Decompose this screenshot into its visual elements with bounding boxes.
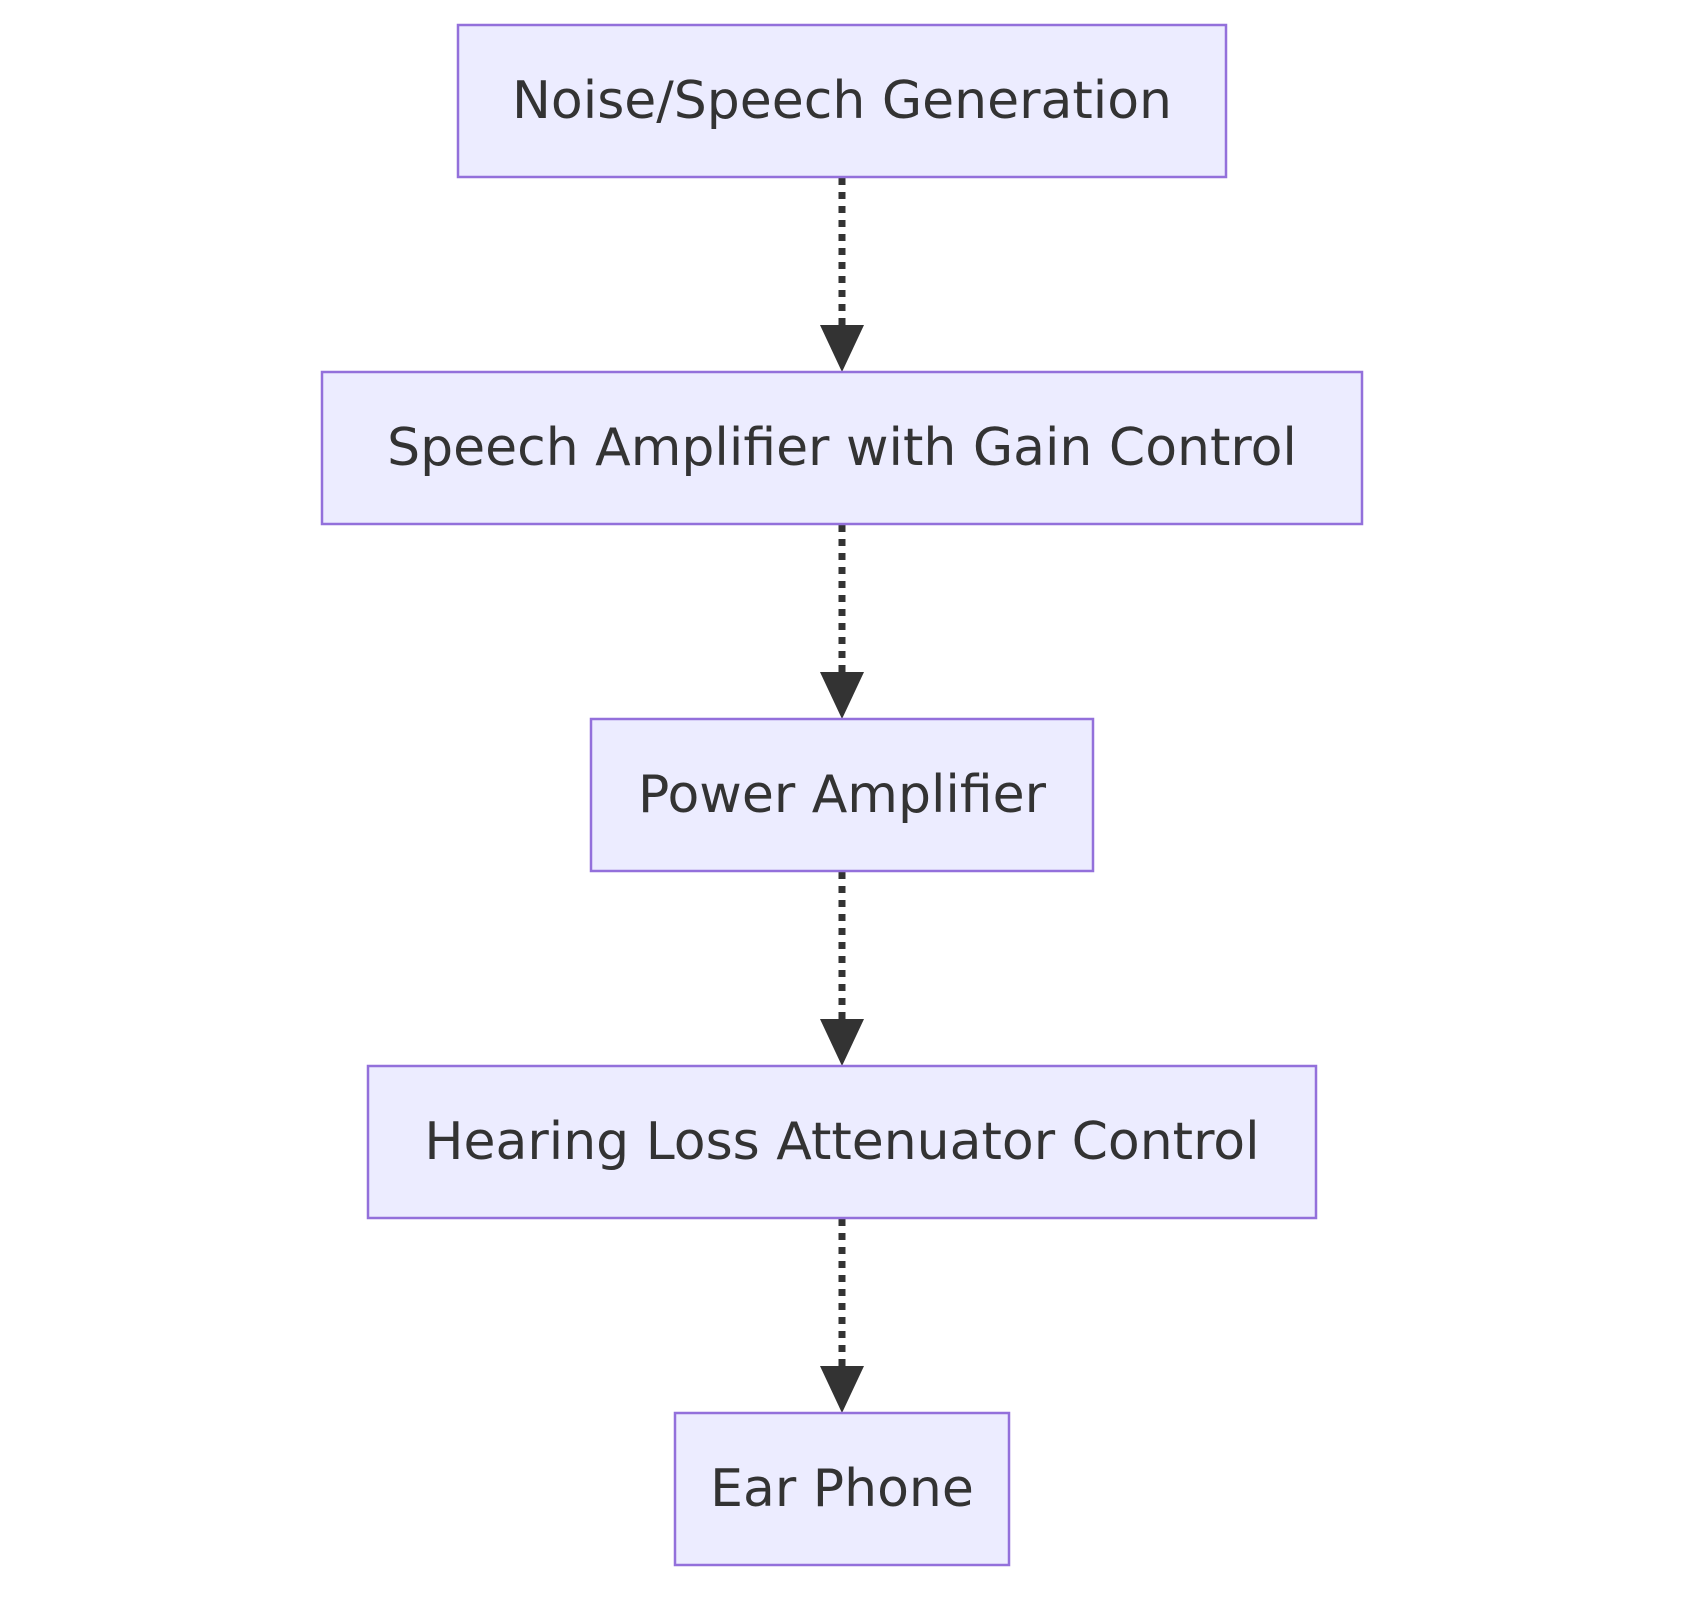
node-speech-amplifier[interactable]: Speech Amplifier with Gain Control [320,370,1364,526]
node-power-amplifier[interactable]: Power Amplifier [589,717,1095,873]
node-label: Ear Phone [710,1459,974,1519]
arrowhead [820,1366,864,1413]
node-label: Speech Amplifier with Gain Control [387,418,1297,478]
node-noise-speech-generation[interactable]: Noise/Speech Generation [456,23,1228,179]
node-label: Power Amplifier [638,765,1047,825]
arrowhead [820,325,864,372]
node-ear-phone[interactable]: Ear Phone [673,1411,1011,1567]
edge-power-amp-to-attenuator [820,872,864,1066]
edge-speech-amp-to-power-amp [820,525,864,719]
node-label: Hearing Loss Attenuator Control [424,1112,1259,1172]
node-label: Noise/Speech Generation [512,71,1172,131]
edge-noise-to-speech-amp [820,178,864,372]
arrowhead [820,1019,864,1066]
edge-attenuator-to-ear-phone [820,1219,864,1413]
node-hearing-loss-attenuator[interactable]: Hearing Loss Attenuator Control [366,1064,1318,1220]
arrowhead [820,672,864,719]
